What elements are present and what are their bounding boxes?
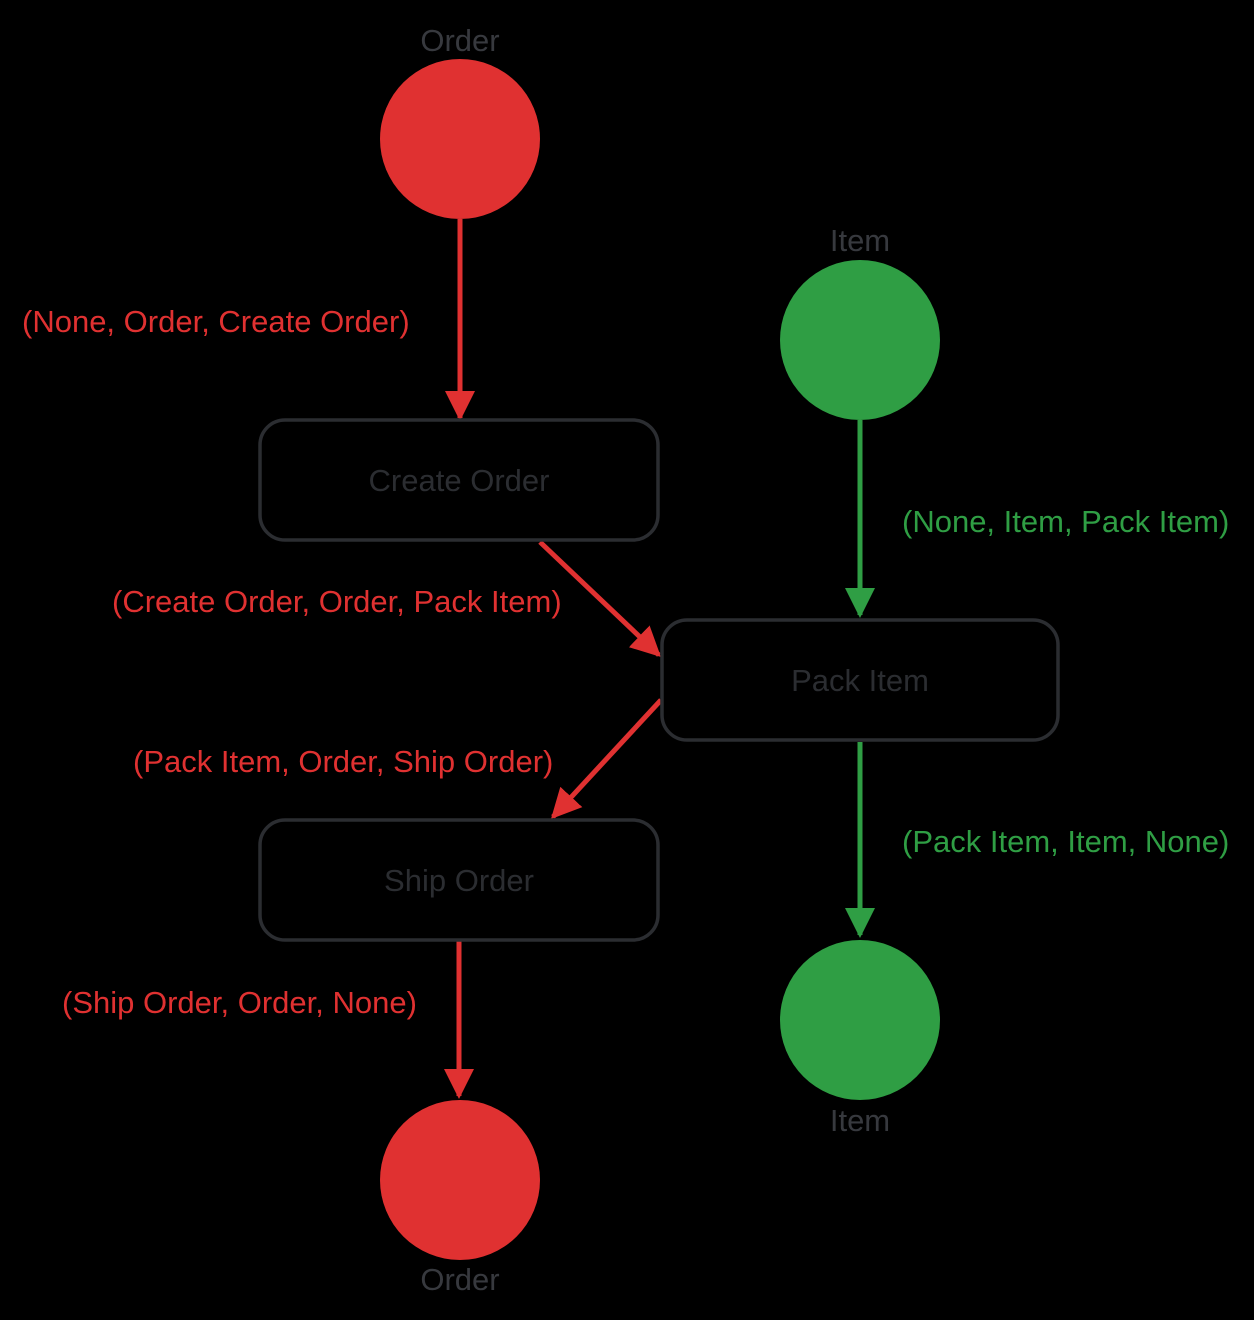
order-source-token [380,59,540,219]
create-order-box [258,418,660,542]
place-order-source: Order [380,23,540,219]
item-sink-token [780,940,940,1100]
place-item-sink: Item [780,940,940,1138]
place-order-sink-label: Order [420,1262,499,1297]
edge-label-create-order-order-pack-item: (Create Order, Order, Pack Item) [112,584,562,619]
order-sink-token [380,1100,540,1260]
arc-create-order-to-pack-item [538,540,661,657]
item-source-token [780,260,940,420]
create-order-box-label: Create Order [369,463,550,498]
transition-create-order: Create Order [258,418,660,542]
place-item-sink-label: Item [830,1103,890,1138]
pack-item-box-label: Pack Item [791,663,929,698]
transition-pack-item: Pack Item [660,618,1060,742]
place-item-source-label: Item [830,223,890,258]
place-item-source: Item [780,223,940,420]
edge-label-pack-item-item-none: (Pack Item, Item, None) [902,824,1229,859]
pack-item-box [660,618,1060,742]
edge-label-none-item-pack-item: (None, Item, Pack Item) [902,504,1229,539]
edge-label-pack-item-order-ship-order: (Pack Item, Order, Ship Order) [133,744,553,779]
transition-ship-order: Ship Order [258,818,660,942]
ship-order-box [258,818,660,942]
arc-pack-item-to-ship-order [550,698,663,820]
ship-order-box-label: Ship Order [384,863,534,898]
edge-label-ship-order-order-none: (Ship Order, Order, None) [62,985,417,1020]
edge-label-none-order-create-order: (None, Order, Create Order) [22,304,410,339]
place-order-source-label: Order [420,23,499,58]
place-order-sink: Order [380,1100,540,1297]
